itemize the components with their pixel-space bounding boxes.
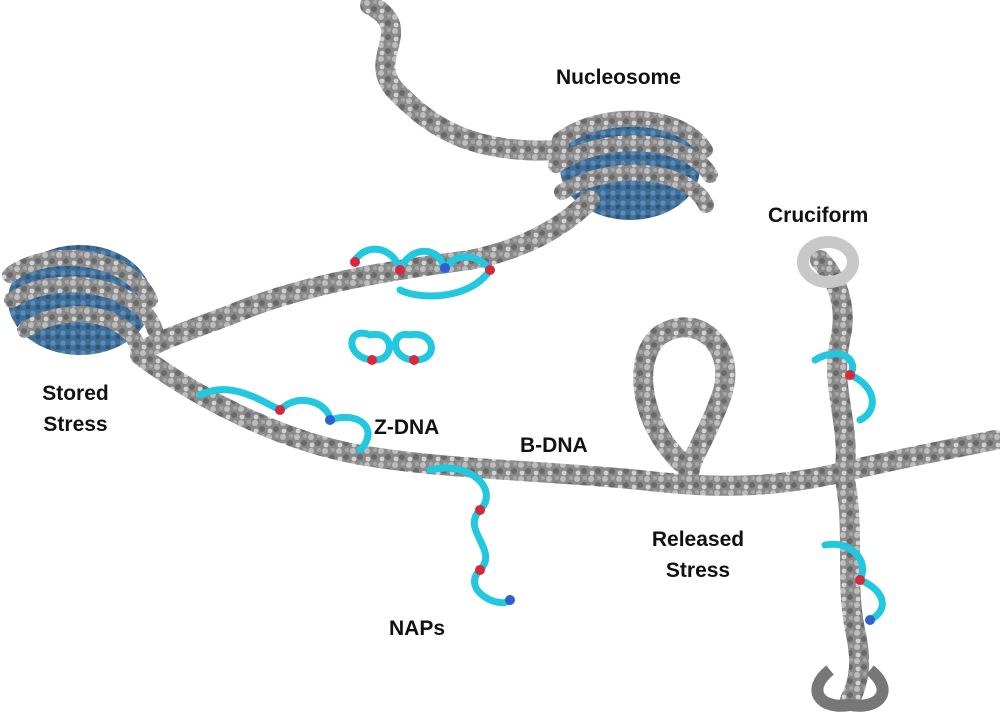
nucleosome-top-wrap bbox=[548, 110, 718, 213]
nap-cluster-left bbox=[196, 386, 372, 454]
dna-cruciform-lower-arm bbox=[835, 470, 870, 710]
dna-lower-segment bbox=[130, 345, 840, 496]
label-released-stress: Released Stress bbox=[636, 524, 760, 586]
label-cruciform: Cruciform bbox=[768, 204, 869, 227]
nucleosome-left bbox=[2, 245, 163, 363]
label-stored-stress: Stored Stress bbox=[28, 378, 123, 440]
label-naps: NAPs bbox=[389, 617, 446, 640]
nap-chain-lower bbox=[426, 464, 514, 607]
cruciform-bottom-loop bbox=[811, 665, 889, 712]
cruciform-top-loop bbox=[797, 236, 859, 288]
label-stored-stress-line2: Stress bbox=[43, 413, 108, 436]
dna-upper-segment bbox=[135, 190, 600, 360]
nucleosome-left-wrap bbox=[2, 249, 163, 363]
label-b-dna: B-DNA bbox=[520, 434, 588, 457]
label-nucleosome: Nucleosome bbox=[556, 66, 681, 89]
nap-residues bbox=[275, 257, 875, 625]
label-stored-stress-line1: Stored bbox=[42, 382, 109, 405]
dna-cruciform-upper-arm bbox=[810, 250, 856, 480]
dna-plectoneme-loop bbox=[633, 317, 736, 480]
cruciform-loops bbox=[797, 236, 889, 712]
nap-loops-upper bbox=[348, 329, 435, 364]
label-z-dna: Z-DNA bbox=[374, 416, 440, 439]
label-released-stress-line1: Released bbox=[651, 528, 745, 551]
dna-top-segment bbox=[360, 0, 570, 161]
dna-strands bbox=[130, 0, 1000, 710]
label-released-stress-line2: Stress bbox=[665, 559, 731, 582]
